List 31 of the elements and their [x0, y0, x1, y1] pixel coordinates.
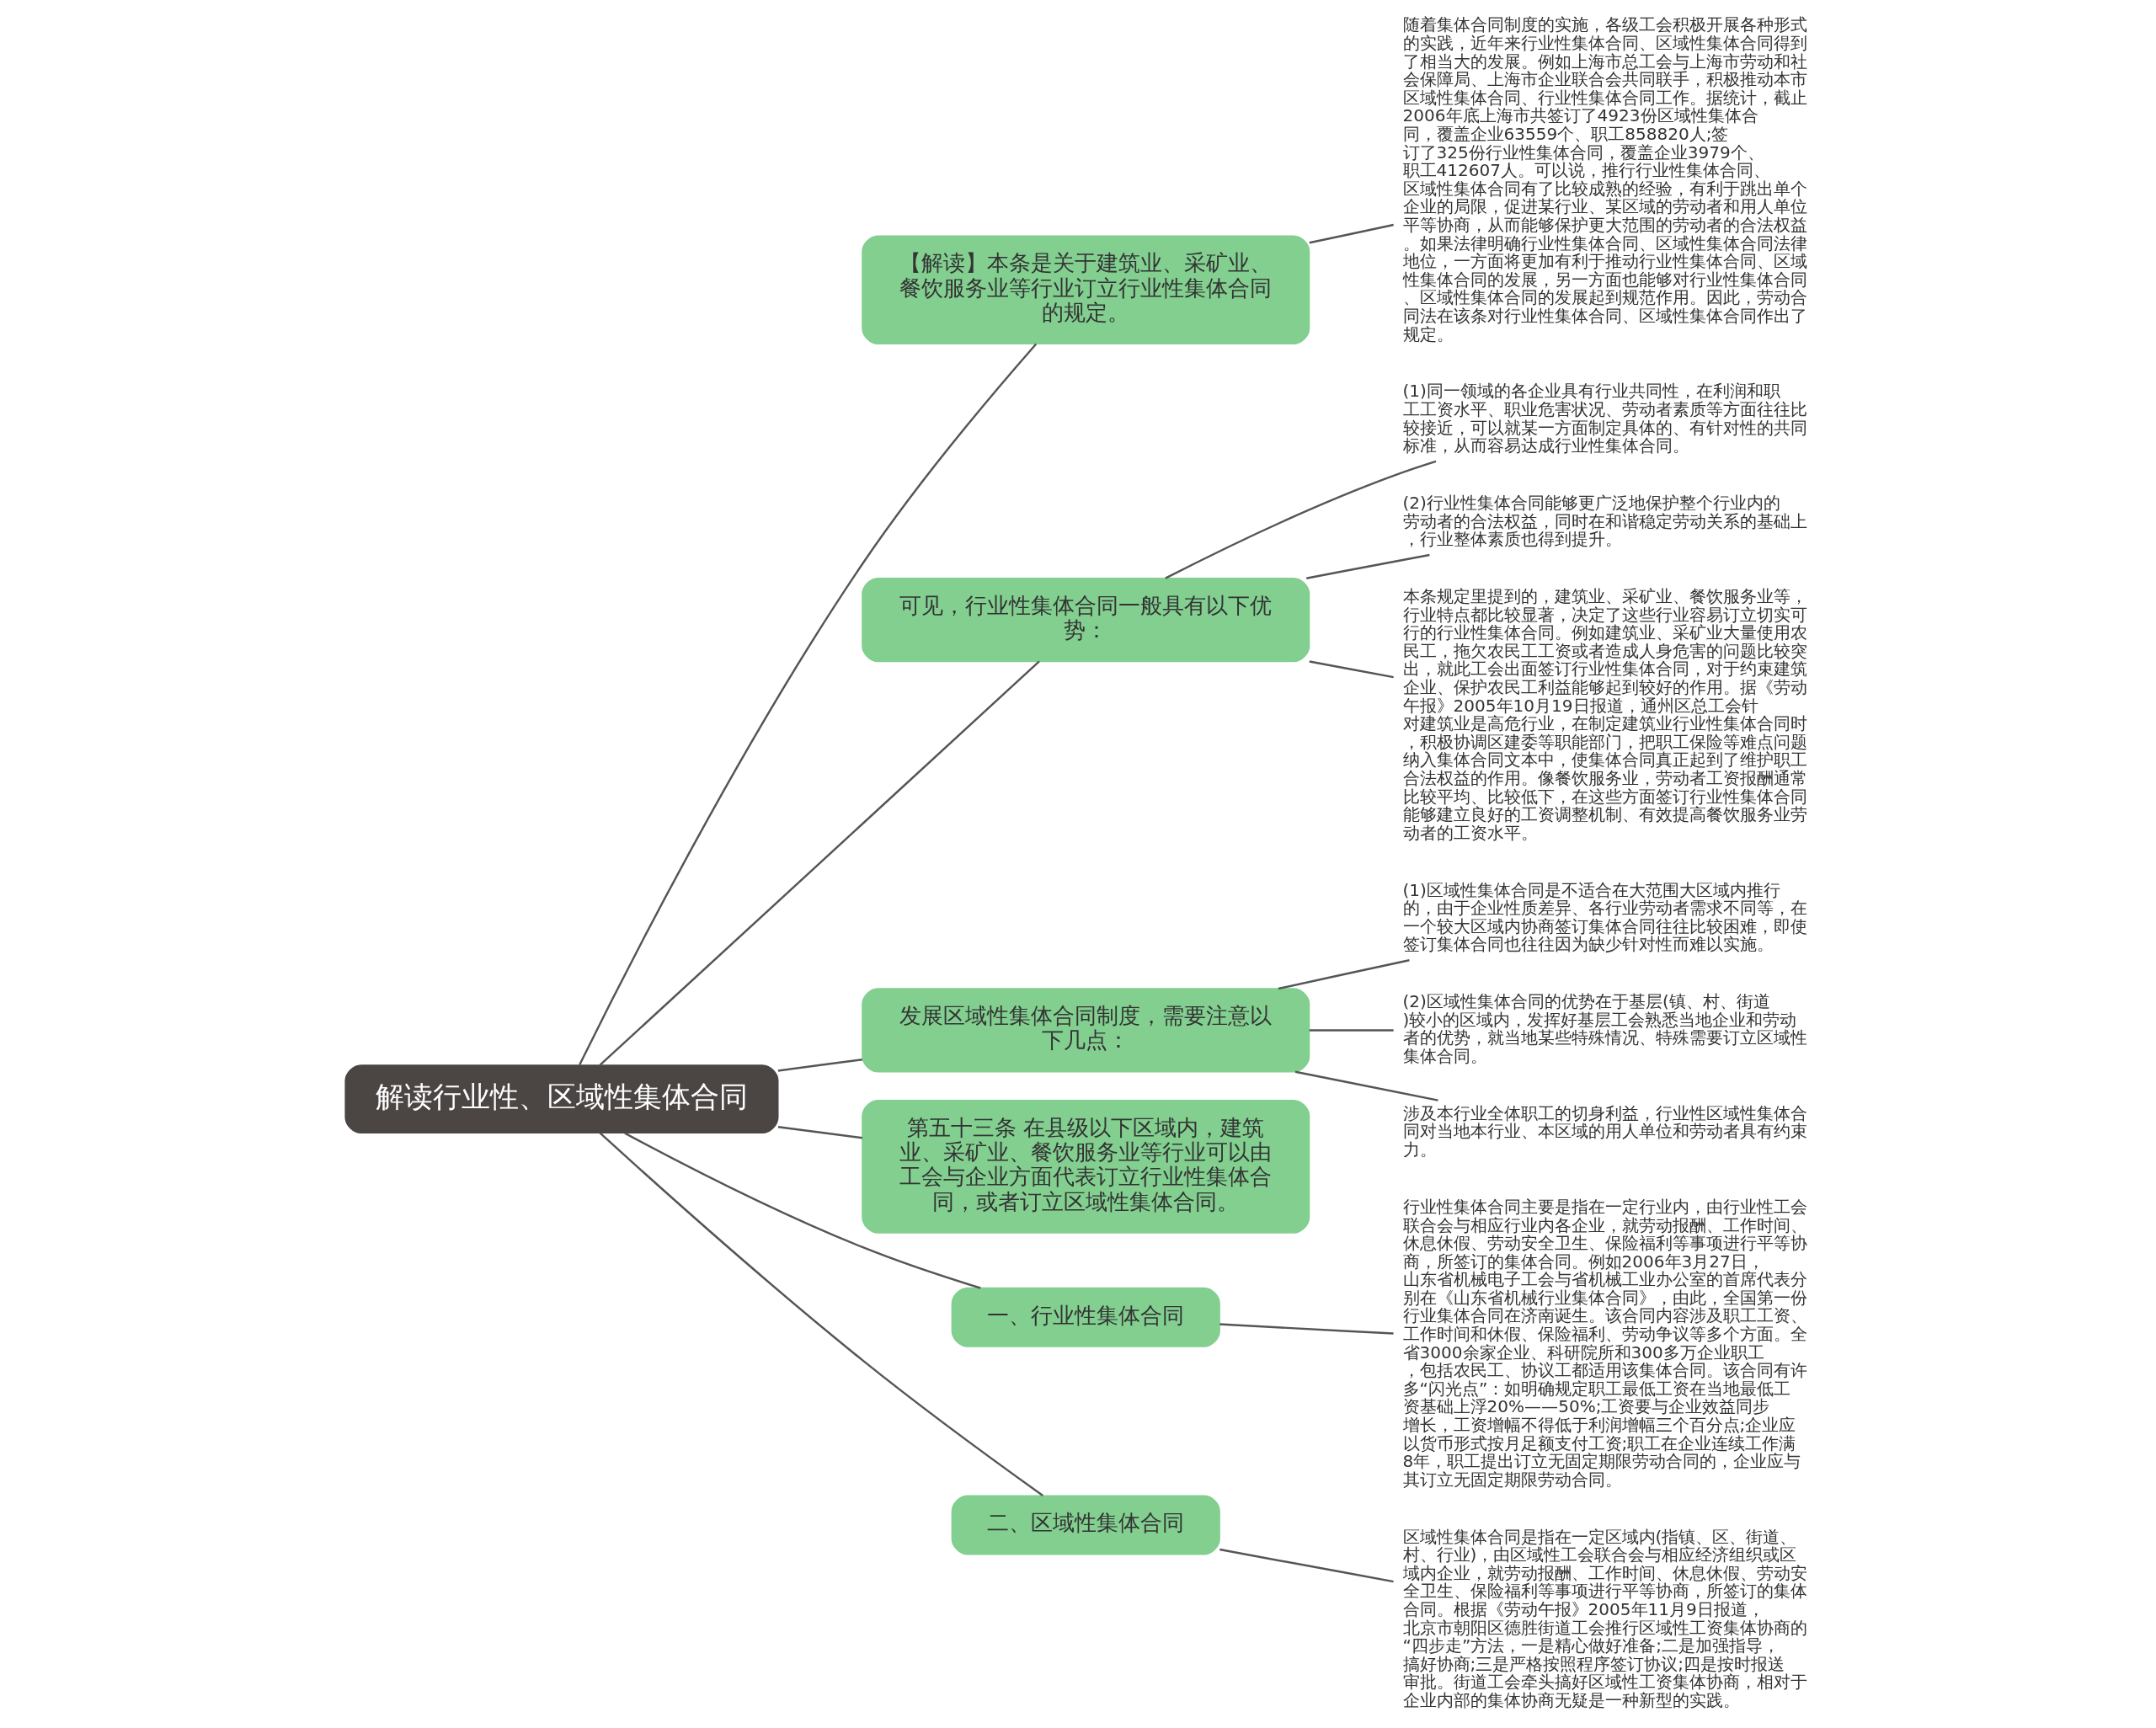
connector: [599, 660, 1040, 1066]
node-box: 【解读】本条是关于建筑业、采矿业、餐饮服务业等行业订立行业性集体合同的规定。: [862, 235, 1310, 345]
node-text: (1)同一领域的各企业具有行业共同性，在利润和职工工资水平、职业危害状况、劳动者素质等方面往往比较接近，可以就某一方面制定具体的、有针对性的共同标准，从而容易达成行业性集体合同。: [1402, 381, 1807, 456]
connector: [579, 343, 1038, 1065]
node-box: 二、区域性集体合同: [951, 1495, 1220, 1555]
node-text: (2)行业性集体合同能够更广泛地保护整个行业内的劳动者的合法权益，同时在和谐稳定劳动关系的基础上，行业整体素质也得到提升。: [1402, 493, 1807, 550]
node-box: 可见，行业性集体合同一般具有以下优势：: [862, 577, 1310, 663]
connector: [1306, 553, 1430, 579]
node-text: 本条规定里提到的，建筑业、采矿业、餐饮服务业等，行业特点都比较显著，决定了这些行业容易订立切实可行的行业性集体合同。例如建筑业、采矿业大量使用农民工，拖欠农民工工资或者造成人身危害的问题比较突出，就此工会出面签订行业性集体合同，对于约束建筑企业、保护农民工利益能够起到较好的作用。据《劳动午报》2005年10月19日报道，通州区总工会针对建筑业是高危行业，在制定建筑业行业性集体合同时，积极协调区建委等职能部门，把职工保险等难点问题纳入集体合同文本中，使集体合同真正起到了维护职工合法权益的作用。像餐饮服务业，劳动者工资报酬通常比较平均、比较低下，在这些方面签订行业性集体合同能够建立良好的工资调整机制、有效提高餐饮服务业劳动者的工资水平。: [1402, 586, 1807, 843]
connector: [777, 1059, 862, 1072]
connector: [1165, 460, 1437, 579]
connector: [1309, 223, 1394, 244]
node-text: 区域性集体合同是指在一定区域内(指镇、区、街道、村、行业)，由区域性工会联合会与相应经济组织或区域内企业，就劳动报酬、工作时间、休息休假、劳动安全卫生、保险福利等事项进行平等协商，所签订的集体合同。根据《劳动午报》2005年11月9日报道，北京市朝阳区德胜街道工会推行区域性工资集体协商的“四步走”方法，一是精心做好准备;二是加强指导，搞好协商;三是严格按照程序签订协议;四是按时报送审批。街道工会牵头搞好区域性工资集体协商，相对于企业内部的集体协商无疑是一种新型的实践。: [1402, 1526, 1807, 1710]
connector: [1278, 959, 1410, 990]
connector: [1219, 1323, 1394, 1335]
connector: [1219, 1548, 1394, 1583]
node-box: 第五十三条 在县级以下区域内，建筑业、采矿业、餐饮服务业等行业可以由工会与企业方面代表订立行业性集体合同，或者订立区域性集体合同。: [862, 1099, 1310, 1234]
connector: [1309, 1029, 1394, 1032]
connector: [624, 1132, 981, 1289]
node-text: 随着集体合同制度的实施，各级工会积极开展各种形式的实践，近年来行业性集体合同、区域性集体合同得到了相当大的发展。例如上海市总工会与上海市劳动和社会保障局、上海市企业联合会共同联手，积极推动本市区域性集体合同、行业性集体合同工作。据统计，截止2006年底上海市共签订了4923份区域性集体合同，覆盖企业63559个、职工858820人;签订了325份行业性集体合同，覆盖企业3979个、职工412607人。可以说，推行行业性集体合同、区域性集体合同有了比较成熟的经验，有利于跳出单个企业的局限，促进某行业、某区域的劳动者和用人单位平等协商，从而能够保护更大范围的劳动者的合法权益。如果法律明确行业性集体合同、区域性集体合同法律地位，一方面将更加有利于推动行业性集体合同、区域性集体合同的发展，另一方面也能够对行业性集体合同、区域性集体合同的发展起到规范作用。因此，劳动合同法在该条对行业性集体合同、区域性集体合同作出了规定。: [1402, 14, 1807, 344]
node-text: (2)区域性集体合同的优势在于基层(镇、村、街道)较小的区域内，发挥好基层工会熟悉当地企业和劳动者的优势，就当地某些特殊情况、特殊需要订立区域性集体合同。: [1402, 991, 1807, 1067]
node-box: 一、行业性集体合同: [951, 1287, 1220, 1347]
connector: [1309, 660, 1394, 679]
node-box: 发展区域性集体合同制度，需要注意以下几点：: [862, 988, 1310, 1073]
connector: [1294, 1070, 1438, 1101]
node-text: 行业性集体合同主要是指在一定行业内，由行业性工会联合会与相应行业内各企业，就劳动报酬、工作时间、休息休假、劳动安全卫生、保险福利等事项进行平等协商，所签订的集体合同。例如2006年3月27日，山东省机械电子工会与省机械工业办公室的首席代表分别在《山东省机械行业集体合同》，由此，全国第一份行业集体合同在济南诞生。该合同内容涉及职工工资、工作时间和休假、保险福利、劳动争议等多个方面。全省3000余家企业、科研院所和300多万企业职工，包括农民工、协议工都适用该集体合同。该合同有许多“闪光点”：如明确规定职工最低工资在当地最低工资基础上浮20%——50%;工资要与企业效益同步增长，工资增幅不得低于利润增幅三个百分点;企业应以货币形式按月足额支付工资;职工在企业连续工作满8年，职工提出订立无固定期限劳动合同的，企业应与其订立无固定期限劳动合同。: [1402, 1196, 1807, 1490]
connector: [599, 1132, 1043, 1497]
connector: [777, 1126, 862, 1139]
node-text: (1)区域性集体合同是不适合在大范围大区域内推行的，由于企业性质差异、各行业劳动者需求不同等，在一个较大区域内协商签订集体合同往往比较困难，即使签订集体合同也往往因为缺少针对性而难以实施。: [1402, 879, 1807, 955]
node-text: 涉及本行业全体职工的切身利益，行业性区域性集体合同对当地本行业、本区域的用人单位和劳动者具有约束力。: [1402, 1102, 1807, 1160]
node-box: 解读行业性、区域性集体合同: [344, 1064, 779, 1133]
